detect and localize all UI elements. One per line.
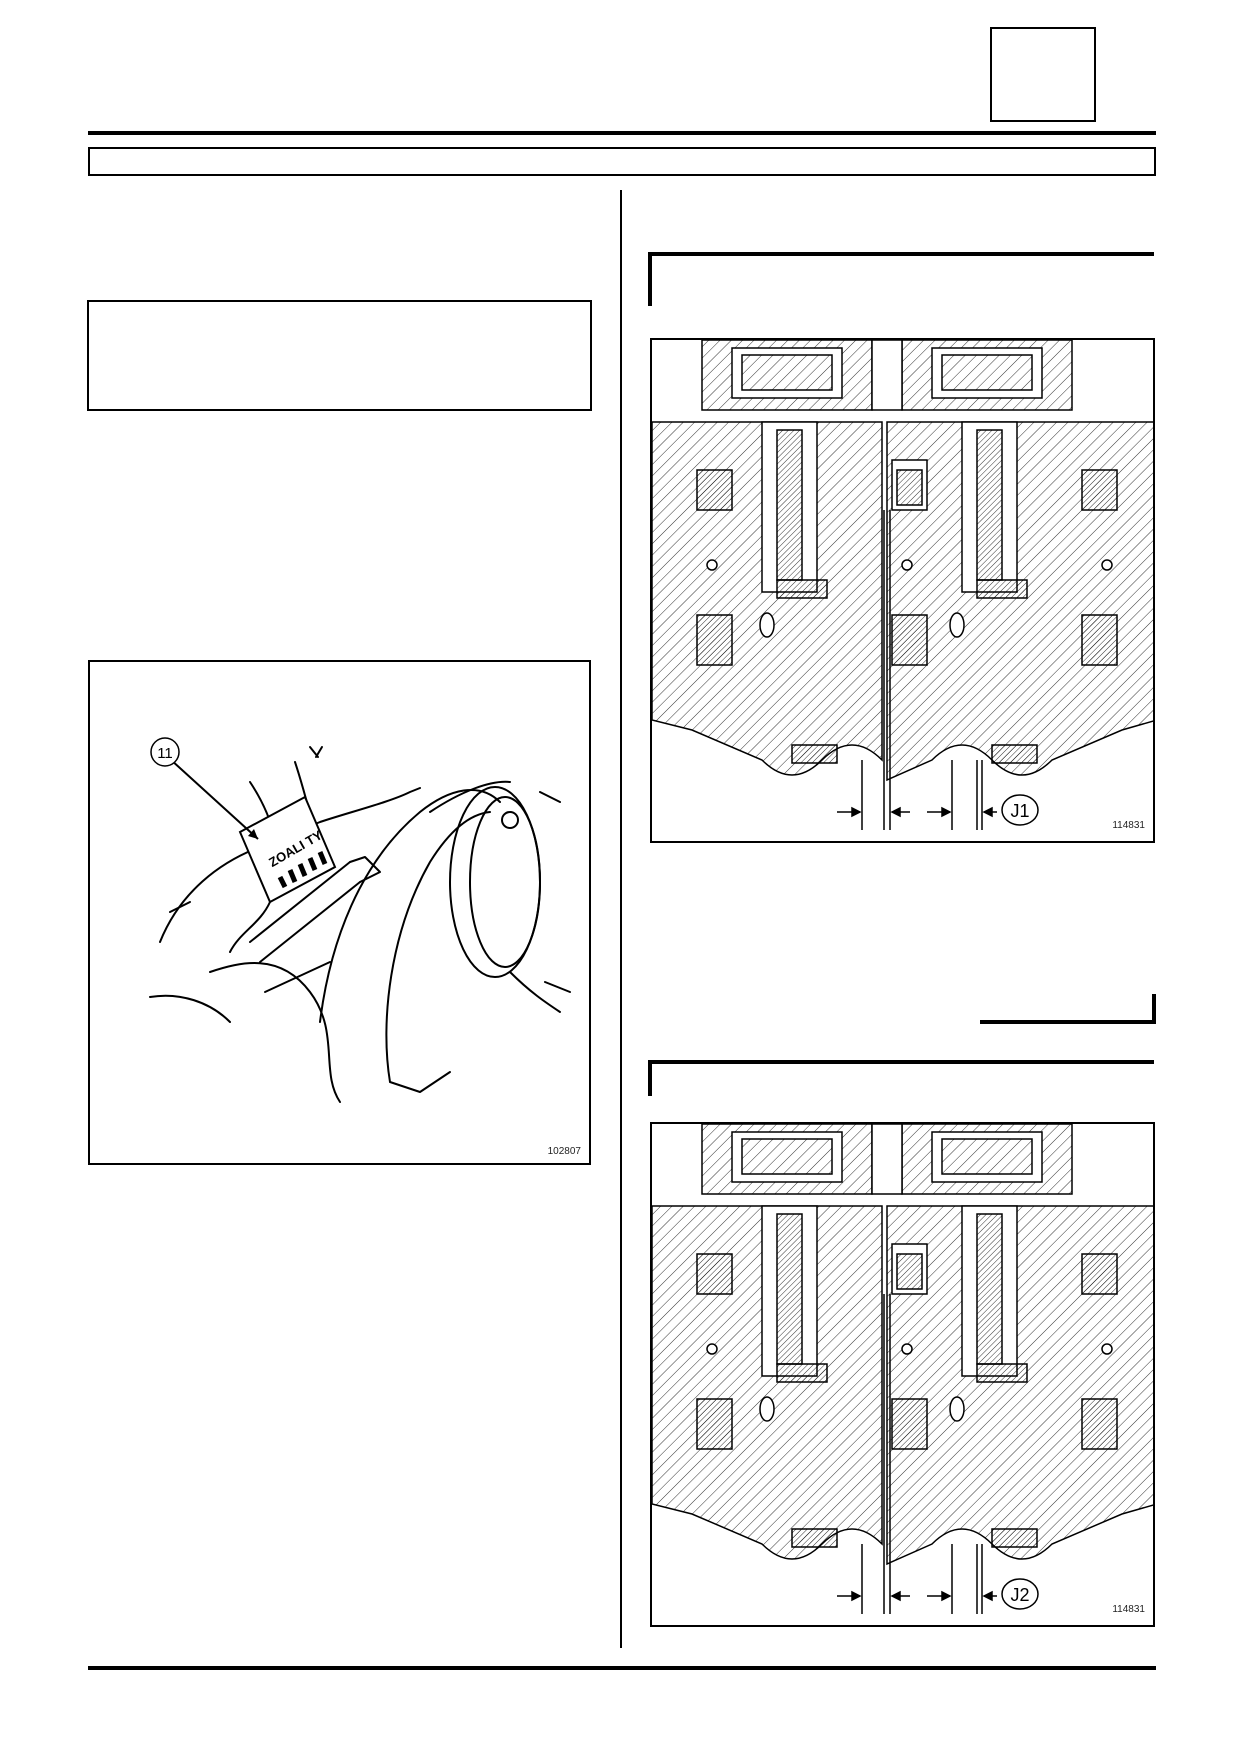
footer-rule [88, 1666, 1156, 1670]
header-rule [88, 131, 1156, 135]
figure-ref-number: 102807 [547, 1146, 581, 1157]
section-bracket-side-2 [648, 1060, 652, 1096]
section-bracket-top-2 [648, 1060, 1154, 1064]
end-bracket-side [1152, 994, 1156, 1024]
section-bracket-top [648, 252, 1154, 256]
callout-label: 11 [157, 745, 173, 762]
section-bracket-side [648, 252, 652, 306]
figure-plastigauge: ZOALI TY 11 102807 [88, 660, 591, 1165]
figure-ref-number: 114831 [1112, 1604, 1145, 1615]
column-divider [620, 190, 622, 1648]
crankcase-section-drawing: J2 [652, 1124, 1153, 1614]
figure-ref-number: 114831 [1112, 820, 1145, 831]
gap-label: J2 [1010, 1585, 1029, 1605]
gap-label: J1 [1010, 801, 1029, 821]
page-number-box [990, 27, 1096, 122]
crankshaft-illustration: ZOALI TY 11 [149, 737, 571, 1103]
plastigauge-tag: ZOALI TY [238, 795, 337, 904]
end-bracket-bottom [980, 1020, 1156, 1024]
crankcase-section-drawing: J1 [652, 340, 1153, 830]
section-title-bar [88, 147, 1156, 176]
gap-callout [1001, 1578, 1039, 1610]
figure-bearing-clearance-j2: J2 114831 [650, 1122, 1155, 1627]
callout-circle [150, 737, 180, 767]
note-box [87, 300, 592, 411]
gap-callout [1001, 794, 1039, 826]
figure-bearing-clearance-j1: J1 114831 [650, 338, 1155, 843]
